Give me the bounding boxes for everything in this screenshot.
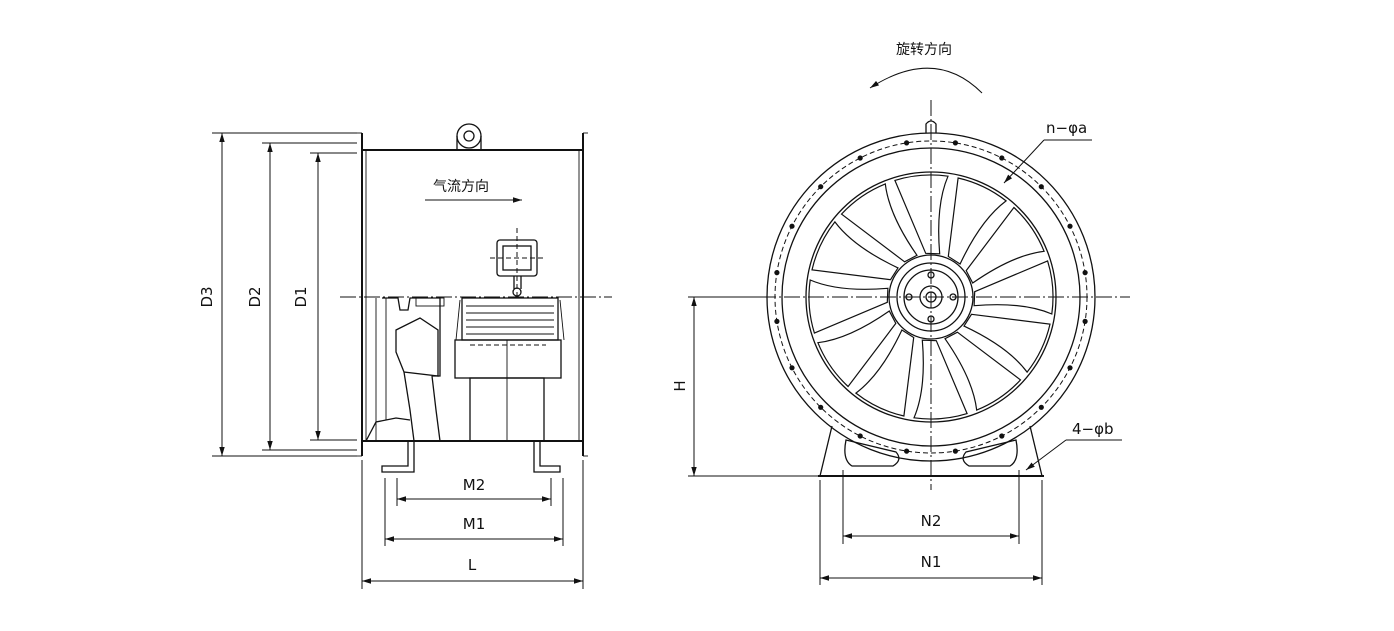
dim-n2-label: N2	[921, 512, 942, 530]
impeller-section	[365, 297, 445, 442]
support-feet	[381, 441, 561, 473]
dim-d3-label: D3	[198, 286, 216, 307]
flange-bolt-hole	[952, 140, 959, 146]
impeller-blade	[840, 183, 918, 263]
flange-bolt-hole	[789, 223, 795, 229]
lifting-eye	[456, 123, 482, 150]
flange-bolt-hole	[818, 404, 824, 410]
impeller-blade	[808, 279, 889, 334]
front-view: 旋转方向	[671, 42, 1130, 585]
flange-holes-label: n−φa	[1046, 119, 1087, 137]
dim-m1-label: M1	[463, 515, 486, 533]
flange-holes-callout: n−φa	[1003, 119, 1092, 184]
dim-n1-label: N1	[921, 553, 942, 571]
flange-bolt-hole	[1082, 318, 1088, 324]
flange-bolt-hole	[904, 140, 910, 146]
impeller-blade	[854, 329, 915, 417]
flange-bolt-hole	[952, 448, 959, 454]
impeller-blade	[894, 174, 949, 255]
impeller-blade	[963, 313, 1051, 374]
flange-bolt-hole	[1067, 223, 1073, 229]
flange-bolt-hole	[857, 155, 863, 161]
impeller-blade	[913, 339, 968, 420]
flange-bolt-hole	[1082, 270, 1088, 276]
side-vertical-dimensions: D3 D2 D1	[198, 132, 357, 457]
base-holes-callout: 4−φb	[1025, 420, 1122, 471]
airflow-annotation: 气流方向	[425, 179, 522, 203]
flange-bolt-hole	[818, 184, 824, 190]
flange-bolt-hole	[774, 270, 780, 276]
flange-bolt-hole	[857, 433, 863, 439]
dim-d1-label: D1	[292, 286, 310, 307]
n-dimensions: N2 N1	[819, 470, 1043, 585]
h-dimension: H	[671, 296, 818, 477]
airflow-label: 气流方向	[433, 179, 489, 195]
dim-m2-label: M2	[463, 476, 486, 494]
side-view: 气流方向	[198, 123, 612, 589]
flange-bolt-hole	[999, 433, 1005, 439]
impeller-blade	[944, 331, 1022, 411]
flange-bolt-hole	[904, 448, 910, 454]
rotation-label: 旋转方向	[896, 42, 952, 58]
flange-bolt-hole	[1038, 184, 1044, 190]
flange-bolt-holes	[774, 140, 1088, 454]
impeller-blade	[811, 220, 899, 281]
flange-bolt-hole	[1038, 404, 1044, 410]
dim-h-label: H	[671, 380, 689, 391]
dim-l-label: L	[468, 556, 477, 574]
impeller-blade	[973, 260, 1054, 315]
rotation-annotation: 旋转方向	[869, 42, 983, 94]
flange-bolt-hole	[1067, 365, 1073, 371]
base-holes-label: 4−φb	[1072, 420, 1114, 438]
dim-d2-label: D2	[246, 286, 264, 307]
impeller-blade	[947, 177, 1008, 265]
flange-bolt-hole	[789, 365, 795, 371]
flange-bolt-hole	[999, 155, 1005, 161]
side-casing	[357, 132, 588, 457]
impeller-blade	[965, 206, 1045, 284]
motor	[454, 297, 565, 442]
side-horizontal-dimensions: M2 M1 L	[361, 460, 584, 589]
flange-bolt-hole	[774, 318, 780, 324]
impeller-blades	[808, 174, 1054, 420]
junction-box	[490, 228, 544, 300]
impeller-blade	[817, 310, 897, 388]
